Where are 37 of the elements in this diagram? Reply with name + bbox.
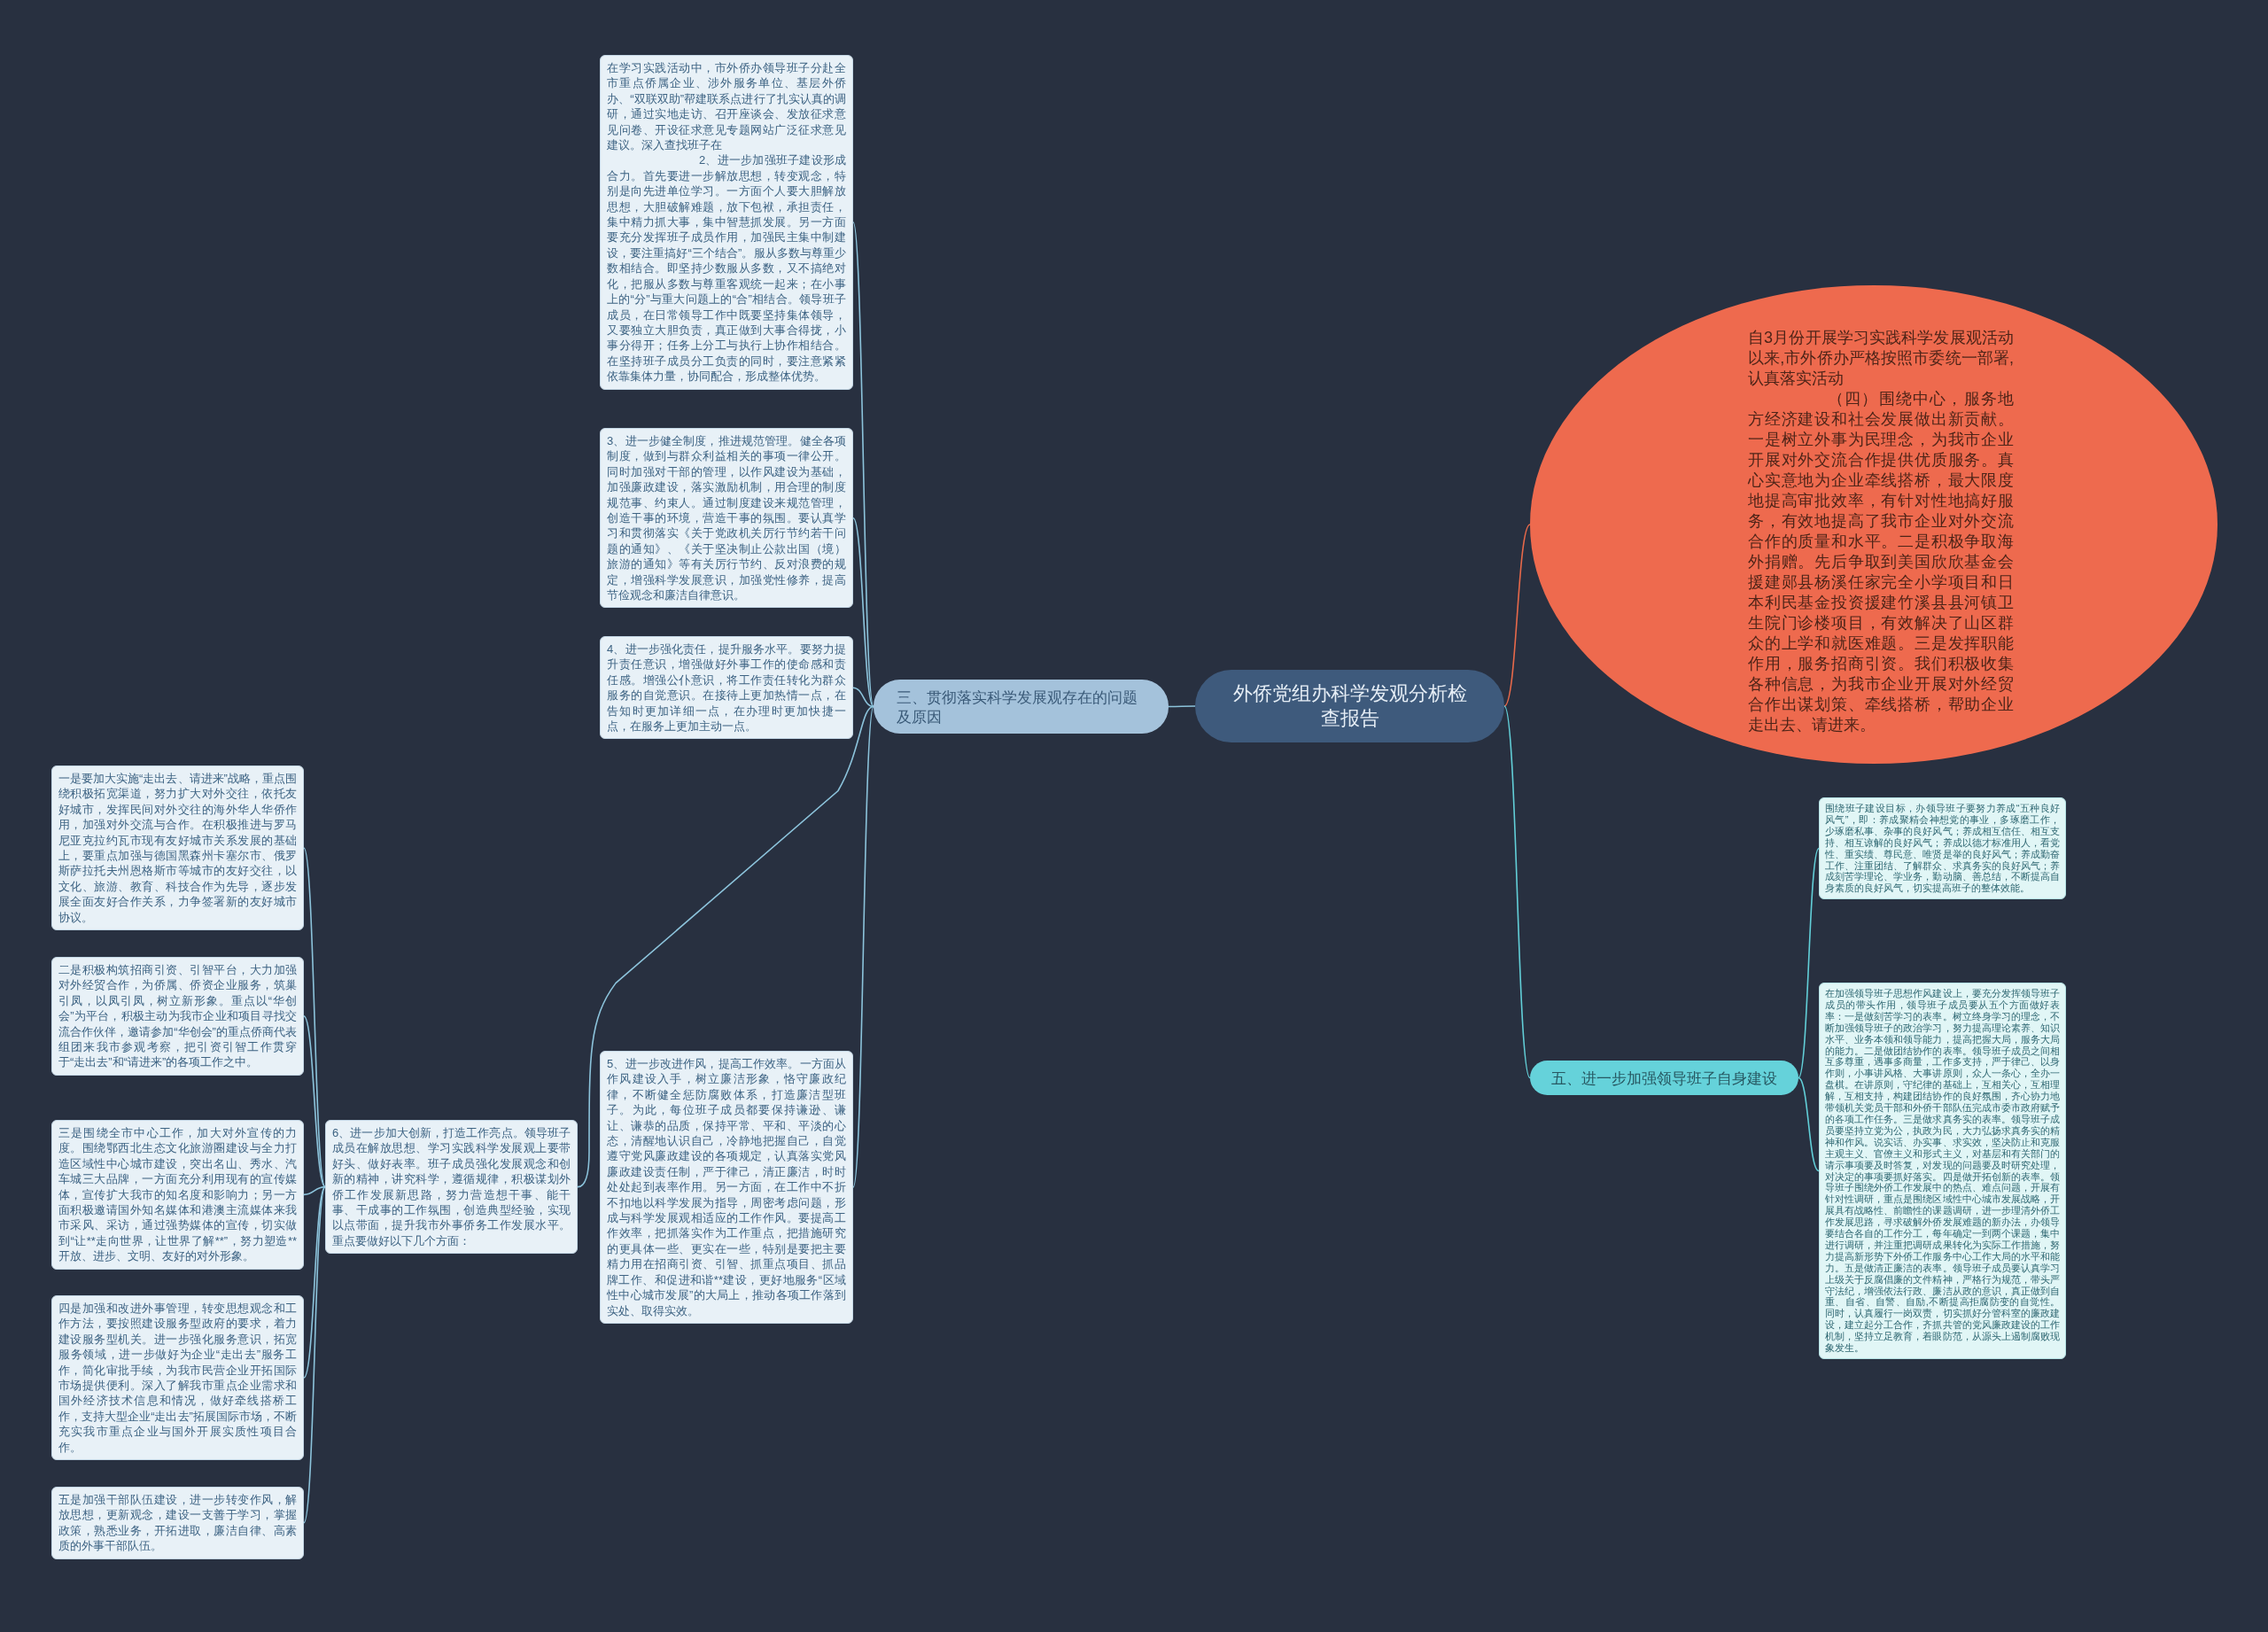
node-text: 三、贯彻落实科学发展观存在的问题及原因 [897,688,1138,727]
connector-line [852,517,874,708]
node-text: 外侨党组办科学发观分析检查报告 [1231,681,1468,731]
node-text: 6、进一步加大创新，打造工作亮点。领导班子成员在解放思想、学习实践科学发展观上要带好头、做好表率。班子成员强化发展观念和创新的精神，讲究科学，遵循规律，积极谋划外侨工作发展新思路，努力营造想干事、能干事、干成事的工作氛围，创造典型经验，实现以点带面，提升我市外事侨务工作发展水平。重点要做好以下几个方面： [332,1125,571,1249]
connector-line [303,1185,326,1196]
text-card [600,636,853,740]
connector-line [1168,705,1196,708]
node-text: 一是要加大实施“走出去、请进来”战略，重点围绕积极拓宽渠道，努力扩大对外交往，依托友好城市，发挥民间对外交往的海外华人华侨作用，加强对外交流与合作。在积极推进与罗马尼亚克拉约瓦市现有友好城市关系发展的基础上，要重点加强与德国黑森州卡塞尔市、俄罗斯萨拉托夫州恩格斯市等城市的友好交往，以文化、旅游、教育、科技合作为先导，逐步发展全面友好合作关系，力争签署新的友好城市协议。 [58,771,297,926]
text-card [51,1487,304,1559]
node-text: 自3月份开展学习实践科学发展观活动以来,市外侨办严格按照市委统一部署,认真落实活动 [1748,328,2014,389]
connector-line [303,1185,326,1379]
connector-line [852,705,874,1188]
connector-line [1798,847,1820,1079]
node-text: 四是加强和改进外事管理，转变思想观念和工作方法，要按照建设服务型政府的要求，着力建设服务型机关。进一步强化服务意识，拓宽服务领域，进一步做好为企业“走出去”服务工作，简化审批手续，为我市民营企业开拓国际市场提供便利。深入了解我市重点企业需求和国外经济技术信息和情况，做好牵线搭桥工作，支持大型企业“走出去”拓展国际市场，不断充实我市重点企业与国外开展实质性项目合作。 [58,1301,297,1456]
connector-line [303,1185,326,1524]
connector-line [303,847,326,1188]
branch-topic [1530,1061,1798,1095]
connector-line [852,687,874,708]
node-text: 在学习实践活动中，市外侨办领导班子分赴全市重点侨属企业、涉外服务单位、基层外侨办、“双联双助”帮建联系点进行了扎实认真的调研，通过实地走访、召开座谈会、发放征求意见问卷、开设征求意见专题网站广泛征求意见建议。深入查找班子在 [607,60,846,153]
connector-line [1503,705,1531,1079]
node-text: 2、进一步加强班子建设形成合力。首先要进一步解放思想，转变观念，特别是向先进单位学习。一方面个人要大胆解放思想，大胆破解难题，放下包袱，承担责任，集中精力抓大事，集中智慧抓发展。另一方面要充分发挥班子成员作用，加强民主集中制建设，要注重搞好“三个结合”。服从多数与尊重少数相结合。即坚持少数服从多数，又不搞绝对化，把服从多数与尊重客观统一起来；在小事上的“分”与重大问题上的“合”相结合。领导班子成员，在日常领导工作中既要坚持集体领导，又要独立大胆负责，真正做到大事合得拢，小事分得开；任务上分工与执行上协作相结合。在坚持班子成员分工负责的同时，要注意紧紧依靠集体力量，协同配合，形成整体优势。 [607,152,846,385]
node-text: （四）围绕中心，服务地方经济建设和社会发展做出新贡献。一是树立外事为民理念，为我市企业开展对外交流合作提供优质服务。真心实意地为企业牵线搭桥，最大限度地提高审批效率，有针对性地搞好服务，有效地提高了我市企业对外交流合作的质量和水平。二是积极争取海外捐赠。先后争取到美国欣欣基金会援建郧县杨溪任家完全小学项目和日本利民基金投资援建竹溪县县河镇卫生院门诊楼项目，有效解决了山区群众的上学和就医难题。三是发挥职能作用，服务招商引资。我们积极收集各种信息，为我市企业开展对外经贸合作出谋划策、牵线搭桥，帮助企业走出去、请进来。 [1748,389,2014,735]
node-text: 五、进一步加强领导班子自身建设 [1551,1069,1777,1088]
connector-line [1798,1076,1820,1172]
connector-line [577,705,874,1188]
text-card [600,55,853,390]
node-text: 4、进一步强化责任，提升服务水平。要努力提升责任意识，增强做好外事工作的使命感和责任感。增强公仆意识，将工作责任转化为群众服务的自觉意识。在接待上更加热情一点，在告知时更加详细一点，在办理时更加快捷一点，在服务上更加主动一点。 [607,641,846,734]
node-text: 五是加强干部队伍建设，进一步转变作风，解放思想，更新观念，建设一支善于学习，掌握政策，熟悉业务，开拓进取，廉洁自律、高素质的外事干部队伍。 [58,1492,297,1554]
branch-topic [874,680,1169,734]
node-text: 5、进一步改进作风，提高工作效率。一方面从作风建设入手，树立廉洁形象，恪守廉政纪律，不断健全惩防腐败体系，打造廉洁型班子。为此，每位班子成员都要保持谦逊、谦让、谦恭的品质，保持平常、平和、平淡的心态，清醒地认识自己，冷静地把握自己，自觉遵守党风廉政建设的各项规定，认真落实党风廉政建设责任制，严于律己，清正廉洁，时时处处起到表率作用。另一方面，在工作中不折不扣地以科学发展为指导，周密考虑问题，形成与科学发展观相适应的工作作风。要提高工作效率，把抓落实作为工作重点，把措施研究的更具体一些、更实在一些，特别是要把主要精力用在招商引资、引智、抓重点项目、抓品牌工作、和促进和谐**建设，更好地服务“区域性中心城市发展”的大局上，推动各项工作落到实处、取得实效。 [607,1056,846,1318]
connector-line [303,1015,326,1188]
connector-line [1503,524,1531,707]
node-text: 在加强领导班子思想作风建设上，要充分发挥领导班子成员的带头作用，领导班子成员要从五个方面做好表率：一是做刻苦学习的表率。树立终身学习的理念，不断加强领导班子的政治学习，努力提高理论素养、知识水平、业务本领和领导能力，提高把握大局，服务大局的能力。二是做团结协作的表率。领导班子成员之间相互多尊重，遇事多商量，工作多支持，严于律己、以身作则，小事讲风格、大事讲原则，众人一条心，全办一盘棋。在讲原则，守纪律的基础上，互相关心，互相理解，互相支持，构建团结协作的良好氛围，齐心协力地带领机关党员干部和外侨干部队伍完成市委市政府赋予的各项工作任务。三是做求真务实的表率。领导班子成员要坚持立党为公，执政为民，大力弘扬求真务实的精神和作风。说实话、办实事、求实效，坚决防止和克服主观主义、官僚主义和形式主义，对基层和有关部门的请示事项要及时答复，对发现的问题要及时研究处理，对决定的事项要抓好落实。四是做开拓创新的表率。领导班子围绕外侨工作发展中的热点、难点问题，开展有针对性调研，重点是围绕区域性中心城市发展战略，开展具有战略性、前瞻性的课题调研，进一步理清外侨工作发展思路，寻求破解外侨发展难题的新办法，办领导要结合各自的工作分工，每年确定一到两个课题，集中进行调研，并注重把调研成果转化为实际工作措施，努力提高新形势下外侨工作服务中心工作大局的水平和能力。五是做清正廉洁的表率。领导班子成员要认真学习上级关于反腐倡廉的文件精神，严格行为规范，带头严守法纪，增强依法行政、廉洁从政的意识，真正做到自重、自省、自警、自励,不断提高拒腐防变的自觉性。同时，认真履行一岗双责，切实抓好分管科室的廉政建设，建立起分工合作，齐抓共管的党风廉政建设的工作机制，坚持立足教育，着眼防范，从源头上遏制腐败现象发生。 [1825,988,2060,1354]
node-text: 三是围绕全市中心工作，加大对外宣传的力度。围绕鄂西北生态文化旅游圈建设与全力打造区域性中心城市建设，突出名山、秀水、汽车城三大品牌，一方面充分利用现有的宣传媒体，宣传扩大我市的知名度和影响力；另一方面积极邀请国外知名媒体和港澳主流媒体来我市采风、采访，通过强势媒体的宣传，切实做到“让**走向世界，让世界了解**”，努力塑造**开放、进步、文明、友好的对外形象。 [58,1125,297,1264]
node-text: 围绕班子建设目标，办领导班子要努力养成“五种良好风气”，即：养成聚精会神想党的事业，多琢磨工作，少琢磨私事、杂事的良好风气；养成相互信任、相互支持、相互谅解的良好风气；养成以德才标准用人，看党性、重实绩、尊民意、唯贤是举的良好风气；养成勤奋工作、注重团结、了解群众、求真务实的良好风气；养成刻苦学理论、学业务，勤动脑、善总结，不断提高自身素质的良好风气，切实提高班子的整体效能。 [1825,803,2060,895]
node-text: 二是积极构筑招商引资、引智平台，大力加强对外经贸合作，为侨属、侨资企业服务，筑巢引凤，以凤引凤，树立新形象。重点以“华创会”为平台，积极主动为我市企业和项目寻找交流合作伙伴，邀请参加“华创会”的重点侨商代表组团来我市参观考察，把引资引智工作贯穿于“走出去”和“请进来”的各项工作之中。 [58,962,297,1070]
node-text: 3、进一步健全制度，推进规范管理。健全各项制度，做到与群众利益相关的事项一律公开。同时加强对干部的管理，以作风建设为基础，加强廉政建设，落实激励机制，用合理的制度规范事、约束人。通过制度建设来规范管理，创造干事的环境，营造干事的氛围。要认真学习和贯彻落实《关于党政机关厉行节约若干问题的通知》、《关于坚决制止公款出国（境）旅游的通知》等有关厉行节约、反对浪费的规定，增强科学发展意识，加强党性修养，提高节俭观念和廉洁自律意识。 [607,433,846,603]
